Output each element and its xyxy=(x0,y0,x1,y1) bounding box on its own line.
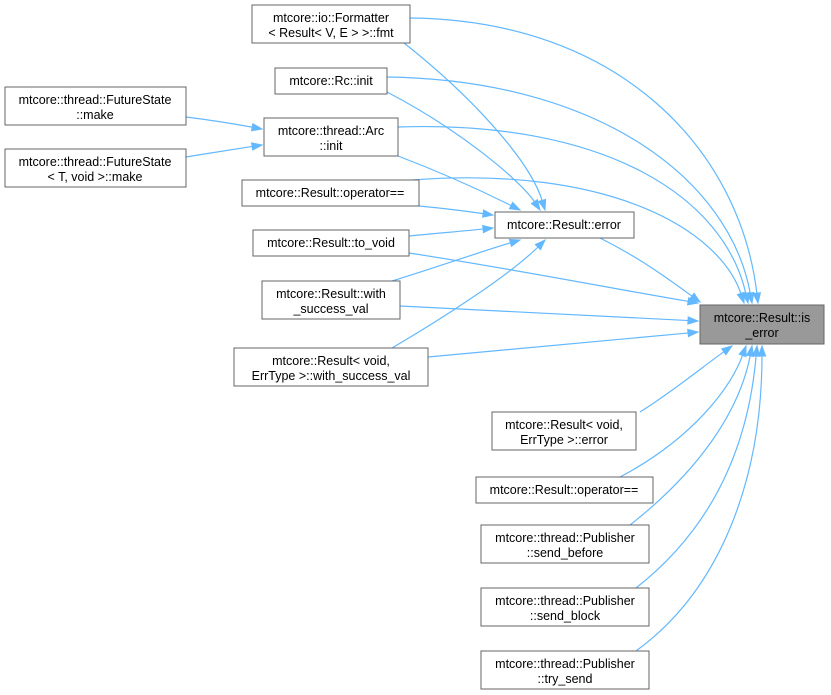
edge-void_with_success-to-is_error xyxy=(427,332,690,358)
node-void-with-success-val-line1: mtcore::Result< void, xyxy=(272,354,390,368)
node-send-before-line1: mtcore::thread::Publisher xyxy=(495,531,635,545)
node-formatter-fmt[interactable]: mtcore::io::Formatter < Result< V, E > >… xyxy=(251,4,411,44)
node-arc-init-line1: mtcore::thread::Arc xyxy=(278,124,384,138)
edge-arc_init-to-is_error xyxy=(397,125,747,295)
arrowhead-send_before-to-is_error xyxy=(745,344,755,358)
edge-with_success-to-is_error xyxy=(399,305,690,322)
node-with-success-val-line2: _success_val xyxy=(292,302,368,316)
edge-fs_void_make-to-arc_init xyxy=(185,145,254,158)
node-rc-init[interactable]: mtcore::Rc::init xyxy=(274,67,388,95)
node-arc-init[interactable]: mtcore::thread::Arc ::init xyxy=(263,117,399,157)
node-arc-init-line2: ::init xyxy=(320,139,343,153)
edge-op_eq_1-to-error xyxy=(418,205,485,215)
node-void-with-success-val-line2: ErrType >::with_success_val xyxy=(252,369,411,383)
arrowhead-fmt-to-error xyxy=(537,198,547,212)
edge-op_eq_2-to-is_error xyxy=(619,354,744,478)
node-futurestate-make[interactable]: mtcore::thread::FutureState ::make xyxy=(4,86,187,126)
node-rc-init-label: mtcore::Rc::init xyxy=(289,74,373,88)
node-error-label: mtcore::Result::error xyxy=(507,218,621,232)
edge-to_void-to-is_error xyxy=(408,252,690,303)
node-is-error[interactable]: mtcore::Result::is _error xyxy=(699,304,825,345)
edge-error-to-is_error xyxy=(599,237,694,298)
arrowhead-with_success-to-is_error xyxy=(687,316,700,325)
node-futurestate-void-make-line1: mtcore::thread::FutureState xyxy=(19,155,172,169)
arrowhead-with_success-to-error xyxy=(508,238,522,248)
arrowhead-arc_init-to-error xyxy=(508,201,522,211)
node-try-send[interactable]: mtcore::thread::Publisher ::try_send xyxy=(480,650,650,690)
node-is-error-line1: mtcore::Result::is xyxy=(714,311,811,325)
node-formatter-fmt-line2: < Result< V, E > >::fmt xyxy=(268,26,394,40)
edge-send_block-to-is_error xyxy=(635,354,757,589)
arrowhead-rc_init-to-error xyxy=(530,198,541,212)
edge-op_eq_1-to-is_error xyxy=(411,177,742,295)
node-send-block-line1: mtcore::thread::Publisher xyxy=(495,594,635,608)
edge-arc_init-to-error xyxy=(397,155,513,207)
arrowhead-void_with_success-to-error xyxy=(534,238,547,251)
node-layer: mtcore::Result::is _error mtcore::Result… xyxy=(4,4,825,690)
node-operator-eq-1-label: mtcore::Result::operator== xyxy=(256,186,405,200)
node-void-error-line1: mtcore::Result< void, xyxy=(505,418,623,432)
edge-with_success-to-error xyxy=(391,242,512,282)
node-void-with-success-val[interactable]: mtcore::Result< void, ErrType >::with_su… xyxy=(233,347,429,387)
node-to-void[interactable]: mtcore::Result::to_void xyxy=(252,229,410,257)
arrowhead-op_eq_2-to-is_error xyxy=(738,344,747,358)
node-send-before-line2: ::send_before xyxy=(527,546,603,560)
edge-rc_init-to-error xyxy=(386,91,536,203)
node-error[interactable]: mtcore::Result::error xyxy=(494,211,635,239)
arrowhead-op_eq_1-to-is_error xyxy=(736,291,745,305)
node-formatter-fmt-line1: mtcore::io::Formatter xyxy=(273,11,389,25)
node-operator-eq-2[interactable]: mtcore::Result::operator== xyxy=(475,476,654,504)
edge-void_with_success-to-error xyxy=(391,245,540,349)
edge-try_send-to-is_error xyxy=(635,354,763,652)
edge-void_error-to-is_error xyxy=(639,350,725,413)
arrowhead-send_block-to-is_error xyxy=(751,344,761,357)
edge-rc_init-to-is_error xyxy=(386,76,752,295)
edge-send_before-to-is_error xyxy=(629,354,751,526)
arrowhead-fs_void_make-to-arc_init xyxy=(250,142,264,151)
edge-layer xyxy=(185,17,767,652)
edge-fmt-to-is_error xyxy=(409,17,758,295)
edge-fs_make-to-arc_init xyxy=(185,116,254,128)
arrowhead-void_with_success-to-is_error xyxy=(687,328,700,338)
node-operator-eq-1[interactable]: mtcore::Result::operator== xyxy=(241,179,420,207)
node-send-block[interactable]: mtcore::thread::Publisher ::send_block xyxy=(480,587,650,627)
arrowhead-to_void-to-error xyxy=(482,224,495,234)
node-void-error[interactable]: mtcore::Result< void, ErrType >::error xyxy=(491,411,637,451)
node-to-void-label: mtcore::Result::to_void xyxy=(267,236,395,250)
arrowhead-error-to-is_error xyxy=(688,292,702,303)
arrowhead-void_error-to-is_error xyxy=(720,345,734,356)
node-send-block-line2: ::send_block xyxy=(530,609,601,623)
node-futurestate-void-make-line2: < T, void >::make xyxy=(48,170,143,184)
edge-fmt-to-error xyxy=(403,42,543,202)
arrowhead-try_send-to-is_error xyxy=(757,344,767,357)
node-try-send-line2: ::try_send xyxy=(538,672,593,686)
edge-to_void-to-error xyxy=(408,228,485,237)
node-futurestate-make-line2: ::make xyxy=(76,108,114,122)
node-try-send-line1: mtcore::thread::Publisher xyxy=(495,657,635,671)
arrowhead-fs_make-to-arc_init xyxy=(250,122,264,132)
node-futurestate-make-line1: mtcore::thread::FutureState xyxy=(19,93,172,107)
node-operator-eq-2-label: mtcore::Result::operator== xyxy=(490,483,639,497)
node-void-error-line2: ErrType >::error xyxy=(520,433,608,447)
node-with-success-val-line1: mtcore::Result::with xyxy=(276,287,386,301)
node-futurestate-void-make[interactable]: mtcore::thread::FutureState < T, void >:… xyxy=(4,148,187,188)
arrowhead-op_eq_1-to-error xyxy=(481,209,495,218)
node-is-error-line2: _error xyxy=(744,326,778,340)
arrowhead-fmt-to-is_error xyxy=(752,292,762,305)
node-send-before[interactable]: mtcore::thread::Publisher ::send_before xyxy=(480,524,650,564)
node-with-success-val[interactable]: mtcore::Result::with _success_val xyxy=(261,280,401,320)
